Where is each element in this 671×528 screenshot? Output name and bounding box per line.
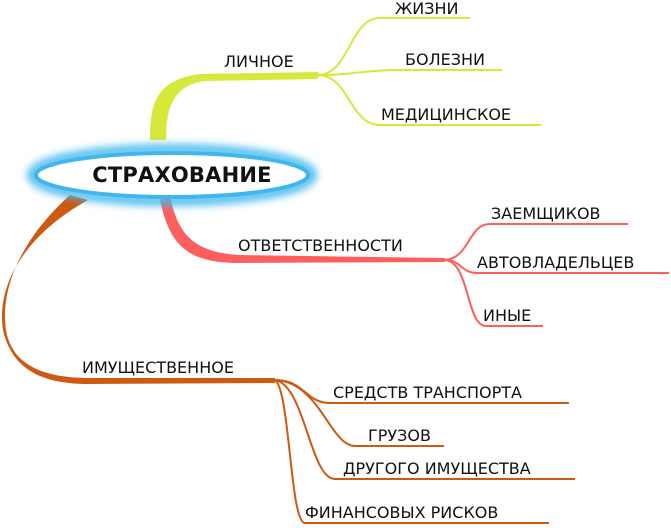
branch-personal-links xyxy=(319,17,541,126)
branch-liability-label[interactable]: ОТВЕТСТВЕННОСТИ xyxy=(238,236,403,255)
branch-personal-trunk xyxy=(150,72,318,140)
center-node xyxy=(34,151,310,199)
node-life[interactable]: ЖИЗНИ xyxy=(395,0,459,18)
node-medical[interactable]: МЕДИЦИНСКОЕ xyxy=(381,105,512,124)
branch-property-links xyxy=(274,379,575,524)
node-illness[interactable]: БОЛЕЗНИ xyxy=(405,50,485,69)
branch-liability-links xyxy=(444,223,669,327)
branch-property-trunk xyxy=(1,195,275,384)
node-borrowers[interactable]: ЗАЕМЩИКОВ xyxy=(491,204,601,223)
node-other-liability[interactable]: ИНЫЕ xyxy=(483,306,532,325)
center-glow xyxy=(27,144,317,206)
node-cargo[interactable]: ГРУЗОВ xyxy=(368,426,431,445)
node-other-property[interactable]: ДРУГОГО ИМУЩЕСТВА xyxy=(343,459,531,478)
center-topic[interactable]: СТРАХОВАНИЕ xyxy=(92,163,272,187)
node-vehicles[interactable]: СРЕДСТВ ТРАНСПОРТА xyxy=(333,383,522,402)
node-car-owners[interactable]: АВТОВЛАДЕЛЬЦЕВ xyxy=(477,253,635,272)
branch-property-label[interactable]: ИМУЩЕСТВЕННОЕ xyxy=(82,358,234,377)
node-financial-risks[interactable]: ФИНАНСОВЫХ РИСКОВ xyxy=(305,503,499,522)
branch-personal-label[interactable]: ЛИЧНОЕ xyxy=(224,52,294,71)
